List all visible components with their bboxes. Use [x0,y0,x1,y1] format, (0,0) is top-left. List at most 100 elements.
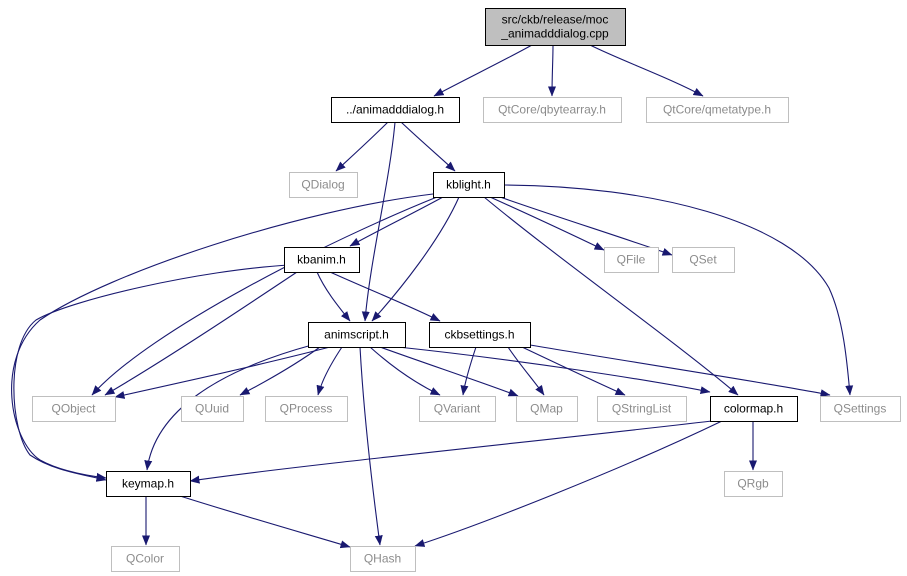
edge-path [11,193,434,481]
node-qobject: QObject [32,396,116,422]
edge-path [114,346,331,399]
edge-path [521,346,626,396]
node-qrgb: QRgb [724,471,783,497]
edge-kblight_h-to-qobject [91,196,438,396]
edge-path [316,271,351,322]
node-qcolor: QColor [111,546,180,572]
edge-ckbsettings_h-to-qstringlist [521,346,626,396]
node-box [289,172,358,198]
edge-path [379,346,519,397]
edge-animscript_h-to-keymap_h [144,344,313,471]
edge-path [529,344,831,398]
edge-path [414,420,723,547]
node-box [516,396,578,422]
edge-root-to-qmetatype [589,44,704,97]
node-label: ckbsettings.h [444,328,514,342]
edge-path [369,346,441,396]
edge-path [104,271,298,396]
edge-path [397,346,711,395]
node-label: _animadddialog.cpp [500,27,609,41]
node-label: QVariant [434,402,481,416]
node-label: src/ckb/release/moc [502,13,609,27]
node-box [597,396,687,422]
node-box [419,396,496,422]
edge-animscript_h-to-colormap_h [397,346,711,395]
node-keymap-h[interactable]: keymap.h [106,471,191,497]
node-label: QMap [530,402,563,416]
edge-animscript_h-to-qhash [359,346,383,546]
edge-animscript_h-to-qprocess [316,346,343,396]
edge-animadddialog_h-to-qdialog [335,121,389,172]
edge-path [91,196,438,396]
node-label: kblight.h [446,178,491,192]
edge-path [489,196,605,251]
node-box [820,396,901,422]
edges-layer [11,44,854,549]
edge-path [499,196,673,256]
node-box [32,396,116,422]
node-box [433,172,505,198]
edge-path [179,495,351,549]
edge-path [189,420,713,484]
node-animscript-h[interactable]: animscript.h [308,322,406,348]
edge-kblight_h-to-animscript_h [371,196,460,322]
node-box [265,396,348,422]
edge-root-to-qbytearray [548,44,557,97]
node-root[interactable]: src/ckb/release/moc_animadddialog.cpp [485,8,626,46]
edge-keymap_h-to-qhash [179,495,351,549]
node-label: QtCore/qmetatype.h [663,103,771,117]
edge-path [316,346,343,396]
edge-path [507,346,545,396]
node-colormap-h[interactable]: colormap.h [710,396,798,422]
node-qdialog: QDialog [289,172,358,198]
edge-animadddialog_h-to-animscript_h [361,121,396,322]
node-box [672,247,735,273]
edge-animadddialog_h-to-kblight_h [400,121,456,172]
edge-path [371,196,460,322]
node-label: keymap.h [122,477,174,491]
edge-animscript_h-to-qmap [379,346,519,397]
edge-root-to-animadddialog_h [433,44,533,97]
edge-kblight_h-to-qset [499,196,673,256]
edge-colormap_h-to-qhash [414,420,723,547]
node-box [604,247,659,273]
node-qstringlist: QStringList [597,396,687,422]
edge-kbanim_h-to-qobject [104,271,298,396]
node-label: colormap.h [724,402,783,416]
node-animadddialog-h[interactable]: ../animadddialog.h [331,97,460,123]
node-ckbsettings-h[interactable]: ckbsettings.h [429,322,531,348]
edge-animscript_h-to-qvariant [369,346,441,396]
node-label: QColor [126,552,164,566]
edge-animscript_h-to-qobject [114,346,331,399]
node-qprocess: QProcess [265,396,348,422]
node-box [181,396,244,422]
node-label: QtCore/qbytearray.h [498,103,606,117]
node-box [350,546,416,572]
node-kblight-h[interactable]: kblight.h [433,172,505,198]
edge-kblight_h-to-keymap_h [11,193,434,481]
edge-path [483,196,739,396]
nodes-layer: src/ckb/release/moc_animadddialog.cpp ../… [32,8,901,572]
node-quuid: QUuid [181,396,244,422]
edge-kbanim_h-to-animscript_h [316,271,351,322]
edge-path [239,346,321,396]
edge-path [589,44,704,97]
node-box [284,247,360,273]
edge-path [548,44,557,97]
node-label: QHash [364,552,401,566]
edge-kblight_h-to-qfile [489,196,605,251]
node-qbytearray: QtCore/qbytearray.h [483,97,622,123]
edge-kblight_h-to-qsettings [504,184,854,396]
node-qvariant: QVariant [419,396,496,422]
node-label: QSet [689,253,717,267]
edge-ckbsettings_h-to-qsettings [529,344,831,398]
edge-kbanim_h-to-keymap_h [13,264,291,482]
node-box [724,471,783,497]
edge-path [460,346,477,396]
node-qhash: QHash [350,546,416,572]
node-kbanim-h[interactable]: kbanim.h [284,247,360,273]
node-box [308,322,406,348]
node-label: QObject [51,402,96,416]
edge-path [504,184,854,396]
